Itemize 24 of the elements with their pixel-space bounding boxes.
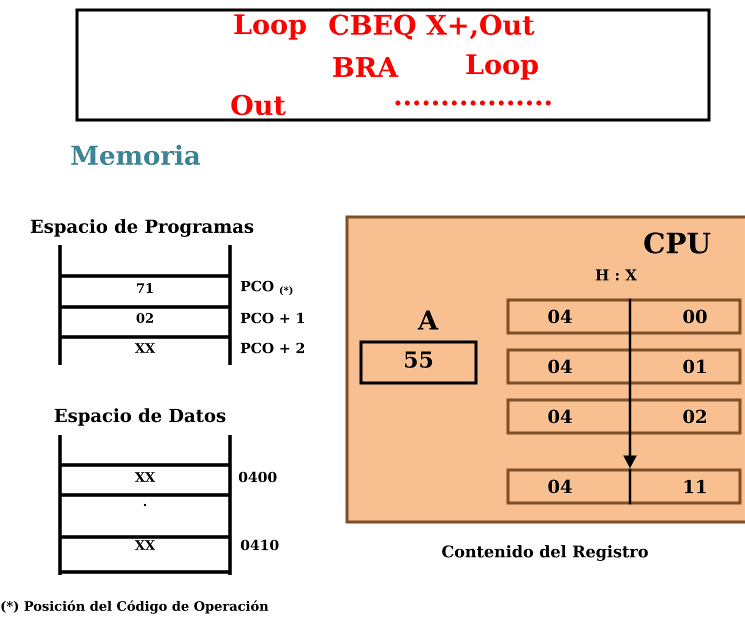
title: Memoria	[71, 144, 200, 166]
address-label: PCO $_{(*)}$	[240, 280, 292, 296]
memory-cell: 02	[136, 313, 153, 323]
memory-cell: XX	[134, 343, 156, 353]
address-label: 0400	[238, 472, 277, 482]
register-name: A	[418, 310, 438, 330]
section-heading: Espacio de Programas	[30, 219, 254, 237]
memory-cell: .	[144, 504, 146, 506]
register-row: 04 00	[506, 298, 742, 334]
register-row: 04 11	[506, 468, 742, 504]
address-label: PCO + 2	[240, 342, 304, 354]
register-row: 04 01	[506, 348, 742, 384]
register-label: H : X	[596, 269, 637, 281]
register-box: 55	[360, 340, 478, 384]
register-row: 04 02	[506, 398, 742, 434]
address-label: 0410	[240, 540, 279, 550]
memory-cell: XX	[134, 540, 156, 550]
memory-cell: XX	[134, 472, 156, 482]
caption: Contenido del Registro	[442, 545, 648, 561]
code-box: Loop CBEQ X+,Out BRA Loop Out .................	[76, 8, 710, 122]
footnote: (*) Posición del Código de Operación	[1, 600, 268, 614]
section-heading: Espacio de Datos	[54, 408, 226, 426]
memory-cell: 71	[137, 283, 153, 293]
address-label: PCO + 1	[240, 312, 304, 324]
